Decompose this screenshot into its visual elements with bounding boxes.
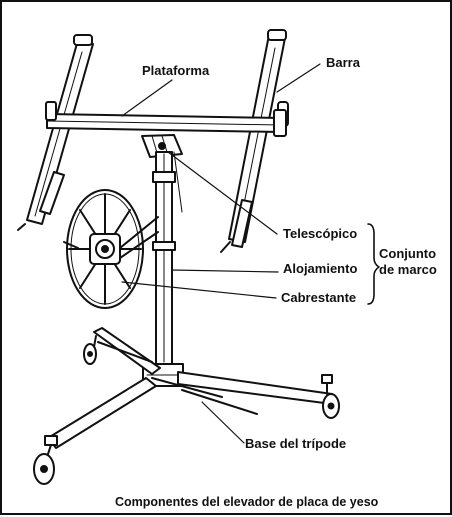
leader-barra (277, 64, 320, 92)
label-alojamiento: Alojamiento (283, 261, 357, 277)
crossbar (46, 102, 286, 136)
label-conjunto-line1: Conjunto (379, 246, 436, 262)
caster-front-left (34, 436, 57, 484)
label-plataforma: Plataforma (142, 63, 209, 79)
leader-alojamiento (172, 270, 278, 272)
frame-assembly-brace (368, 224, 379, 304)
winch-wheel (64, 190, 158, 308)
caption: Componentes del elevador de placa de yes… (115, 494, 378, 510)
label-base: Base del trípode (245, 436, 346, 452)
label-barra: Barra (326, 55, 360, 71)
leader-plataforma (122, 80, 172, 116)
label-cabrestante: Cabrestante (281, 290, 356, 306)
caster-rear-left (84, 336, 96, 364)
mast (153, 152, 182, 366)
leader-cabrestante (122, 282, 276, 298)
label-conjunto-line2: de marco (379, 262, 437, 278)
label-telescopico: Telescópico (283, 226, 357, 242)
right-arm (221, 30, 288, 252)
